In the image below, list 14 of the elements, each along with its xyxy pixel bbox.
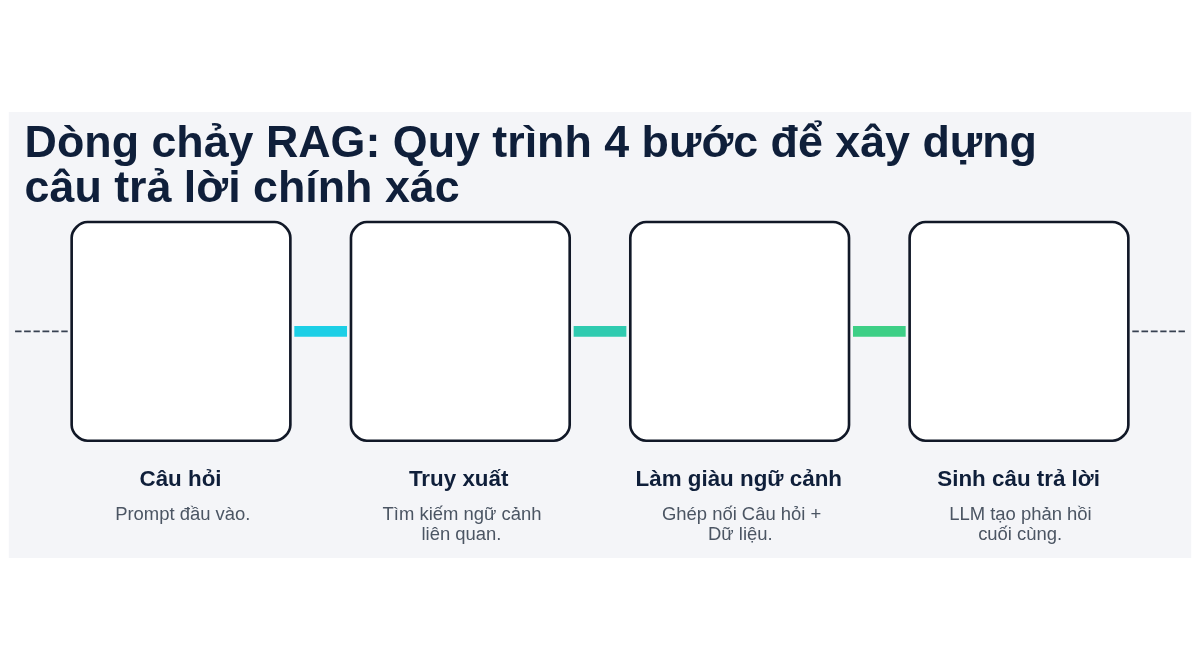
connector — [1131, 330, 1186, 333]
connector — [852, 326, 906, 337]
connector — [294, 326, 348, 337]
node-label: Làm giàu ngữ cảnh — [635, 466, 842, 492]
node-label: Câu hỏi — [139, 466, 222, 492]
node-label: LLM tạo phản hồi cuối cùng. — [949, 503, 1092, 544]
node-label: Sinh câu trả lời — [937, 466, 1100, 492]
node-label: Prompt đầu vào. — [115, 503, 251, 525]
node-label: Ghép nối Câu hỏi + Dữ liệu. — [661, 503, 822, 544]
diagram-title: Dòng chảy RAG: Quy trình 4 bước để xây dựng câu trả lời chính xác — [24, 116, 1037, 211]
node-label: Truy xuất — [408, 466, 509, 492]
connector — [573, 326, 627, 337]
node-label: Tìm kiếm ngữ cảnh liên quan. — [382, 503, 542, 544]
connector — [14, 330, 69, 333]
